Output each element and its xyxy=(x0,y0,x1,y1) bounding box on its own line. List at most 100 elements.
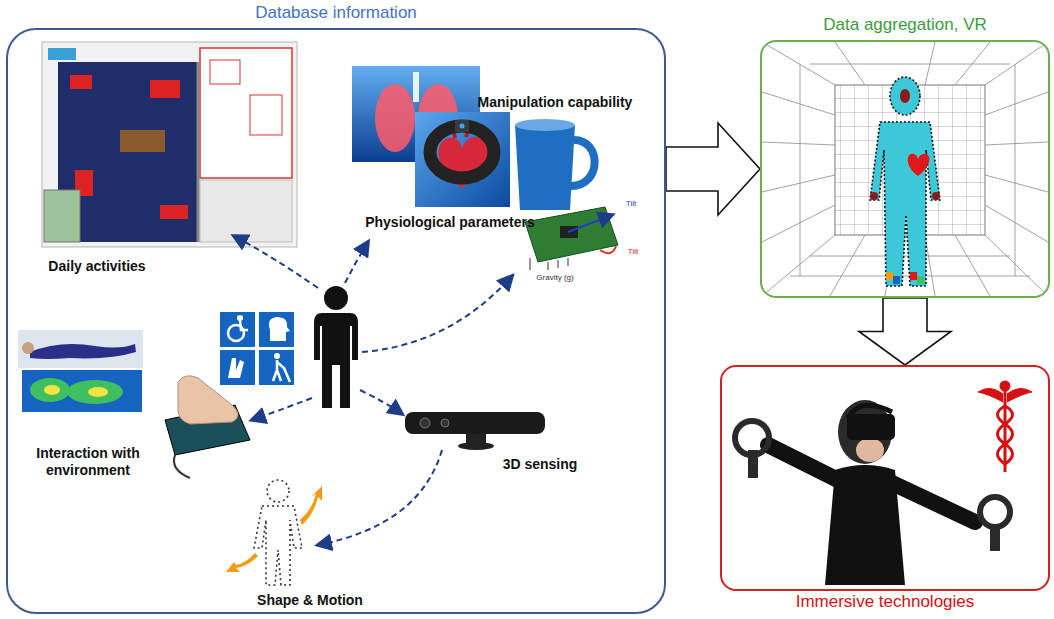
sensor-board xyxy=(568,215,612,232)
accessibility-icons xyxy=(269,317,290,341)
heart-image xyxy=(415,112,510,207)
floor-plan xyxy=(250,95,282,135)
vr-user xyxy=(856,438,884,462)
cup xyxy=(515,119,575,131)
vr-grid-room xyxy=(925,42,935,85)
vr-grid-room xyxy=(762,42,835,85)
floor-plan xyxy=(200,180,292,242)
lying-person-image xyxy=(18,330,143,368)
accessibility-icons xyxy=(240,321,248,330)
sensor-board xyxy=(557,260,559,268)
sensor-board xyxy=(525,207,618,262)
lungs-image xyxy=(413,72,419,102)
floor-plan xyxy=(200,48,292,178)
vr-grid-room xyxy=(955,235,990,296)
vr-grid-room xyxy=(762,175,835,192)
pressure-map xyxy=(30,378,70,402)
pressure-mat xyxy=(165,376,250,478)
floor-plan xyxy=(197,62,200,242)
sensor-board xyxy=(567,258,569,266)
vr-grid-room xyxy=(762,42,1048,296)
kinect-sensor xyxy=(405,412,545,450)
vr-grid-room xyxy=(985,142,1048,145)
block-arrow xyxy=(666,123,760,215)
dashed-arrows xyxy=(360,390,402,414)
vr-user xyxy=(980,497,1010,527)
vr-grid-room xyxy=(762,92,835,115)
panel-title: Immersive technologies xyxy=(722,591,1048,613)
cup xyxy=(571,140,595,186)
immersive-panel: Immersive technologies xyxy=(720,365,1050,591)
pressure-mat xyxy=(174,455,190,478)
figure-label: Daily activities xyxy=(27,258,167,275)
lungs-image xyxy=(375,84,415,152)
pressure-map xyxy=(22,370,142,412)
lying-person-image xyxy=(18,330,143,368)
panel-title: Data aggregation, VR xyxy=(762,14,1048,36)
kinect-sensor xyxy=(405,412,545,434)
vr-user xyxy=(735,400,1010,585)
vr-user xyxy=(848,405,892,418)
database-panel: Database information xyxy=(6,28,666,614)
avatar-figure xyxy=(870,77,940,286)
motion-figure xyxy=(226,480,322,585)
sensor-board xyxy=(525,207,618,270)
panel-title: Database information xyxy=(8,2,664,24)
avatar-figure xyxy=(886,272,893,280)
accessibility-icons xyxy=(237,315,243,321)
avatar-figure xyxy=(900,89,910,103)
dashed-arrows xyxy=(252,398,312,420)
heart-image xyxy=(415,112,510,207)
pressure-map xyxy=(88,387,108,397)
vr-grid-room xyxy=(762,142,835,145)
figure-label: 3D sensing xyxy=(470,456,610,473)
kinect-sensor xyxy=(420,418,430,428)
vr-user xyxy=(890,482,975,522)
armband xyxy=(455,120,469,132)
accessibility-icons xyxy=(220,312,255,347)
axis-label: Gravity (g) xyxy=(520,273,590,283)
accessibility-icons xyxy=(273,360,290,382)
vr-grid-room xyxy=(985,205,1048,242)
lying-person-image xyxy=(30,344,136,359)
floor-plan xyxy=(42,42,297,247)
dashed-arrows xyxy=(234,236,318,288)
sensor-board xyxy=(530,258,531,270)
lying-person-image xyxy=(22,342,34,354)
vr-grid-room xyxy=(762,205,835,242)
armband xyxy=(460,124,465,129)
floor-plan xyxy=(44,190,80,242)
floor-plan xyxy=(48,48,76,60)
dashed-arrows xyxy=(345,242,368,283)
dashed-arrows xyxy=(362,276,512,352)
person-figure xyxy=(314,313,358,408)
vr-user xyxy=(748,450,758,478)
vr-user xyxy=(735,421,769,455)
figure-label: Physiological parameters xyxy=(350,214,550,231)
dashed-arrows xyxy=(318,450,442,545)
figure-label: Interaction with environment xyxy=(18,445,158,479)
kinect-sensor xyxy=(441,419,449,427)
vr-grid-room xyxy=(830,235,865,296)
vr-grid-room xyxy=(985,175,1048,192)
figure-label: Shape & Motion xyxy=(235,592,385,609)
floor-plan xyxy=(70,75,92,89)
vr-user xyxy=(990,525,1000,551)
vr-grid-room xyxy=(985,42,1048,85)
avatar-figure xyxy=(893,276,900,284)
vr-grid-room xyxy=(810,64,1010,65)
vr-grid-room xyxy=(925,235,935,296)
axis-label: Tilt xyxy=(619,199,643,209)
avatar-figure xyxy=(908,154,930,176)
caduceus xyxy=(978,382,1032,472)
floor-plan xyxy=(210,60,240,84)
kinect-sensor xyxy=(458,442,494,450)
floor-plan xyxy=(42,42,297,247)
sensor-board xyxy=(600,246,616,253)
figure-label: Manipulation capability xyxy=(455,94,655,111)
accessibility-icons xyxy=(228,358,244,378)
avatar-figure xyxy=(910,272,917,280)
aggregation-panel: Data aggregation, VR xyxy=(760,40,1050,298)
avatar-figure xyxy=(870,122,940,286)
